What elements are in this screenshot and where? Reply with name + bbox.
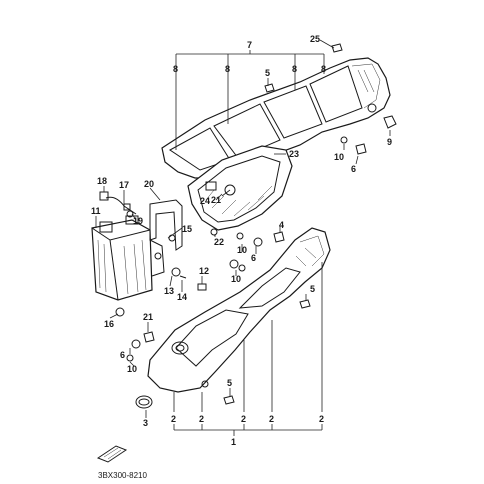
callout-6c: 6 <box>120 350 125 360</box>
callout-13: 13 <box>164 286 174 296</box>
callout-23: 23 <box>289 149 299 159</box>
callout-14: 14 <box>177 292 187 302</box>
callout-8d: 8 <box>321 64 326 74</box>
leader-lines <box>95 39 391 436</box>
callout-2a: 2 <box>171 414 176 424</box>
callout-8c: 8 <box>292 64 297 74</box>
fasteners <box>115 43 397 409</box>
callout-22: 22 <box>214 237 224 247</box>
lower-side-cover <box>147 227 331 393</box>
callout-17: 17 <box>119 180 129 190</box>
callout-10d: 10 <box>127 364 137 374</box>
callout-7: 7 <box>247 40 252 50</box>
callout-2c: 2 <box>241 414 246 424</box>
callout-3: 3 <box>143 418 148 428</box>
callout-21a: 21 <box>211 195 221 205</box>
callout-8a: 8 <box>173 64 178 74</box>
callout-25: 25 <box>310 34 320 44</box>
callout-8b: 8 <box>225 64 230 74</box>
callout-2e: 2 <box>319 414 324 424</box>
inner-panel <box>187 145 293 231</box>
callout-20: 20 <box>144 179 154 189</box>
callout-2b: 2 <box>199 414 204 424</box>
callout-10b: 10 <box>237 245 247 255</box>
callout-1: 1 <box>231 437 236 447</box>
callout-5b: 5 <box>310 284 315 294</box>
callout-2d: 2 <box>269 414 274 424</box>
callout-11: 11 <box>91 206 101 216</box>
diagram-code: 3BX300-8210 <box>98 471 147 480</box>
callout-15: 15 <box>182 224 192 234</box>
battery-box <box>91 215 165 301</box>
callout-12: 12 <box>199 266 209 276</box>
callout-labels: 7 25 8 8 8 8 5 9 10 6 23 21 24 22 4 10 6… <box>91 34 392 447</box>
callout-19: 19 <box>133 216 143 226</box>
callout-18: 18 <box>97 176 107 186</box>
battery-lead <box>99 191 137 218</box>
callout-10a: 10 <box>334 152 344 162</box>
callout-5a: 5 <box>265 68 270 78</box>
callout-9: 9 <box>387 137 392 147</box>
callout-24: 24 <box>200 196 210 206</box>
callout-6a: 6 <box>351 164 356 174</box>
callout-6b: 6 <box>251 253 256 263</box>
callout-10c: 10 <box>231 274 241 284</box>
front-arrow-icon <box>96 445 128 463</box>
callout-16: 16 <box>104 319 114 329</box>
battery-band <box>149 199 183 251</box>
callout-5c: 5 <box>227 378 232 388</box>
callout-4: 4 <box>279 220 284 230</box>
callout-21b: 21 <box>143 312 153 322</box>
